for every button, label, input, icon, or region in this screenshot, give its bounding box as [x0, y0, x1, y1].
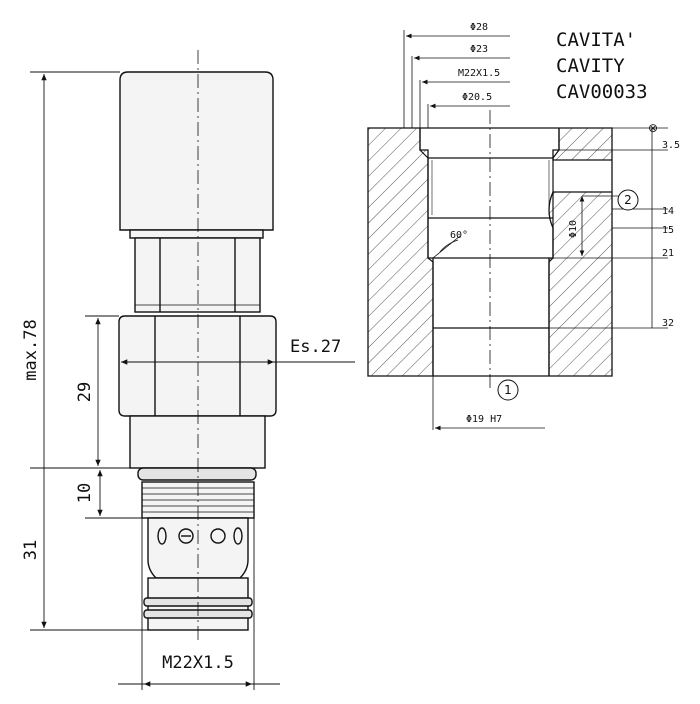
- port-2-label: 2: [624, 193, 632, 207]
- label-depth-21: 21: [662, 248, 674, 259]
- surface-symbol: ⊗: [648, 121, 658, 135]
- valve-cap: [119, 71, 274, 231]
- dim-hex-size: Es.27: [290, 337, 341, 357]
- dim-thread-length: 10: [75, 483, 95, 503]
- valve-oring-top: [137, 467, 257, 481]
- title-cavita: CAVITA': [556, 29, 636, 51]
- port-2-bubble: [617, 189, 639, 211]
- label-dia-20-5: Φ20.5: [462, 92, 492, 103]
- label-depth-3-5: 3.5: [662, 140, 680, 151]
- valve-port-hole: [157, 527, 167, 545]
- label-depth-15: 15: [662, 225, 674, 236]
- valve-drawing: [118, 50, 277, 642]
- label-angle-60: 60°: [450, 230, 468, 241]
- label-thread: M22X1.5: [458, 68, 500, 79]
- valve-lock-nut: [134, 237, 261, 313]
- label-depth-14: 14: [662, 206, 674, 217]
- valve-lower-body: [129, 415, 266, 469]
- title-cavity-code: CAV00033: [556, 81, 648, 103]
- label-depth-32: 32: [662, 318, 674, 329]
- dim-total-length: max.78: [21, 319, 41, 380]
- valve-port-hole: [178, 528, 194, 544]
- title-cavity: CAVITY: [556, 55, 625, 77]
- dim-hex-height: 29: [75, 382, 95, 402]
- valve-port-hole: [210, 528, 226, 544]
- dim-insertion-length: 31: [21, 540, 41, 560]
- valve-dimensions: [30, 71, 355, 690]
- label-dia-28: Φ28: [470, 22, 488, 33]
- label-dia-10: Φ10: [568, 220, 579, 238]
- cavity-section: [367, 110, 613, 390]
- label-dia-19: Φ19 H7: [466, 414, 502, 425]
- label-dia-23: Φ23: [470, 44, 488, 55]
- valve-port-hole: [233, 527, 243, 545]
- cavity-dimensions: [403, 30, 668, 431]
- valve-cap-shoulder: [129, 229, 264, 239]
- port-1-label: 1: [504, 383, 512, 397]
- dim-valve-thread: M22X1.5: [162, 653, 234, 673]
- port-1-bubble: [497, 379, 519, 401]
- valve-hex: [118, 315, 277, 417]
